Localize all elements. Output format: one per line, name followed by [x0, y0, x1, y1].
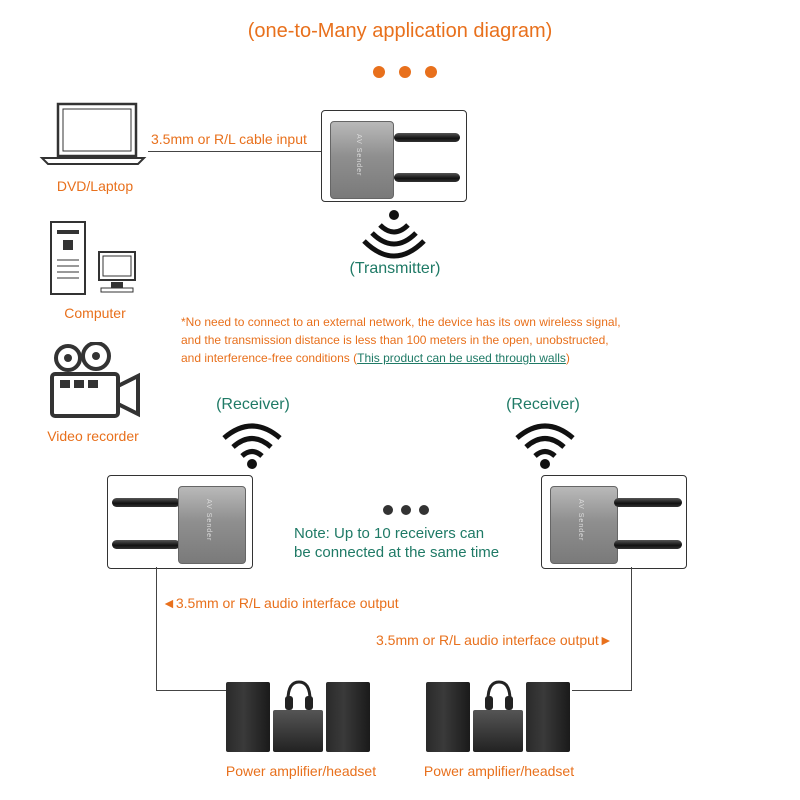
output-label-left: ◄3.5mm or R/L audio interface output [162, 595, 399, 611]
laptop-icon [38, 100, 148, 173]
headset-icon [284, 680, 314, 717]
receiver-label-right: (Receiver) [506, 396, 580, 413]
wireless-broadcast-icon [362, 205, 426, 266]
receiver-device-right: AV Sender [541, 475, 687, 569]
speaker [526, 682, 570, 752]
through-walls-note: This product can be used through walls [357, 351, 566, 365]
notice-line-2: and the transmission distance is less th… [181, 333, 609, 347]
amplifier-label-left: Power amplifier/headset [225, 763, 377, 779]
receiver-label-left: (Receiver) [216, 396, 290, 413]
transmitter-label: (Transmitter) [349, 260, 441, 277]
video-recorder-label: Video recorder [47, 428, 139, 444]
antenna [614, 540, 682, 549]
output-cable-left [156, 690, 228, 691]
output-cable-left [156, 567, 157, 690]
transmitter-device: AV Sender [321, 110, 467, 202]
output-cable-right [572, 690, 632, 691]
headset-icon [484, 680, 514, 717]
computer-icon [45, 220, 141, 303]
antenna [112, 540, 180, 549]
amplifier [273, 710, 323, 752]
transmitter-unit: AV Sender [330, 121, 394, 199]
notice-line-3: and interference-free conditions (This p… [181, 351, 570, 365]
receiver-count: 10 [374, 525, 391, 542]
wifi-signal-icon [220, 420, 284, 475]
output-cable-right [631, 567, 632, 690]
receiver-unit: AV Sender [178, 486, 246, 564]
antenna [112, 498, 180, 507]
input-cable-line [148, 151, 322, 152]
speaker [426, 682, 470, 752]
distance-notice: *No need to connect to an external netwo… [181, 313, 701, 367]
amplifier [473, 710, 523, 752]
notice-line-1: *No need to connect to an external netwo… [181, 315, 621, 329]
wifi-signal-icon [513, 420, 577, 475]
antenna [394, 133, 460, 142]
speaker [326, 682, 370, 752]
receiver-device-left: AV Sender [107, 475, 253, 569]
laptop-label: DVD/Laptop [56, 178, 134, 194]
video-recorder-icon [48, 341, 144, 427]
capacity-note: Note: Up to 10 receivers can be connecte… [294, 525, 500, 561]
amplifier-label-right: Power amplifier/headset [423, 763, 575, 779]
antenna [614, 498, 682, 507]
output-label-right: 3.5mm or R/L audio interface output► [376, 632, 613, 648]
more-receivers-dots [383, 505, 429, 515]
computer-label: Computer [64, 305, 126, 321]
amplifier-set-left [226, 680, 370, 754]
antenna [394, 173, 460, 182]
speaker [226, 682, 270, 752]
amplifier-set-right [426, 680, 570, 754]
input-cable-label: 3.5mm or R/L cable input [151, 131, 307, 147]
title-dots [373, 66, 437, 78]
receiver-unit: AV Sender [550, 486, 618, 564]
diagram-title: (one-to-Many application diagram) [247, 20, 553, 42]
